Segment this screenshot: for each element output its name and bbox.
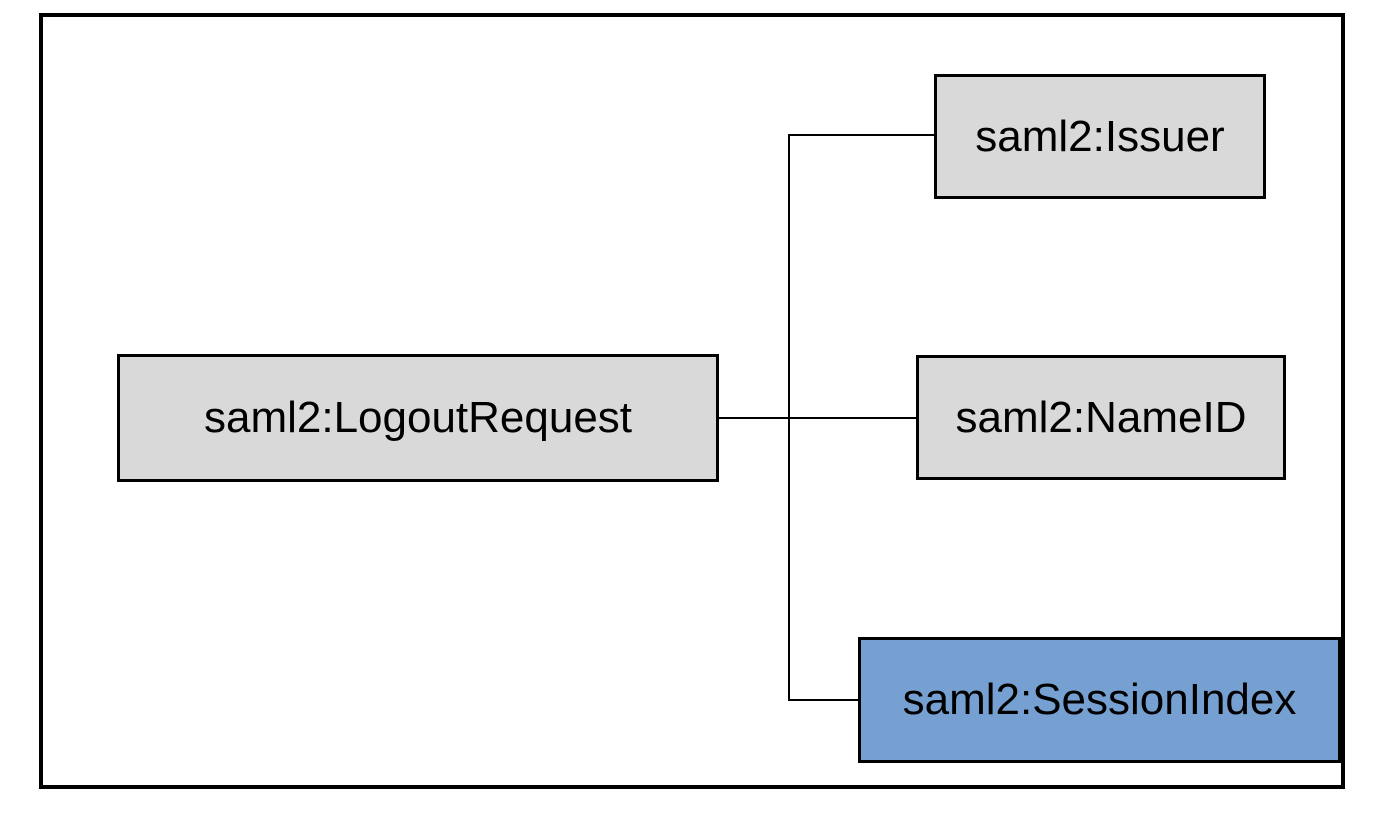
connector-logoutrequest-to-trunk [719, 417, 916, 419]
diagram-frame: saml2:LogoutRequest saml2:Issuer saml2:N… [39, 13, 1345, 789]
node-name-id-label: saml2:NameID [955, 392, 1247, 442]
connector-trunk-vertical [788, 134, 790, 701]
node-issuer[interactable]: saml2:Issuer [934, 74, 1266, 199]
node-logout-request[interactable]: saml2:LogoutRequest [117, 354, 719, 482]
node-session-index-label: saml2:SessionIndex [902, 675, 1297, 724]
node-issuer-label: saml2:Issuer [975, 111, 1225, 161]
node-logout-request-label: saml2:LogoutRequest [203, 393, 633, 442]
connector-trunk-to-issuer [789, 134, 934, 136]
node-name-id[interactable]: saml2:NameID [916, 355, 1286, 480]
connector-trunk-to-sessionindex [789, 699, 858, 701]
node-session-index[interactable]: saml2:SessionIndex [858, 637, 1341, 763]
